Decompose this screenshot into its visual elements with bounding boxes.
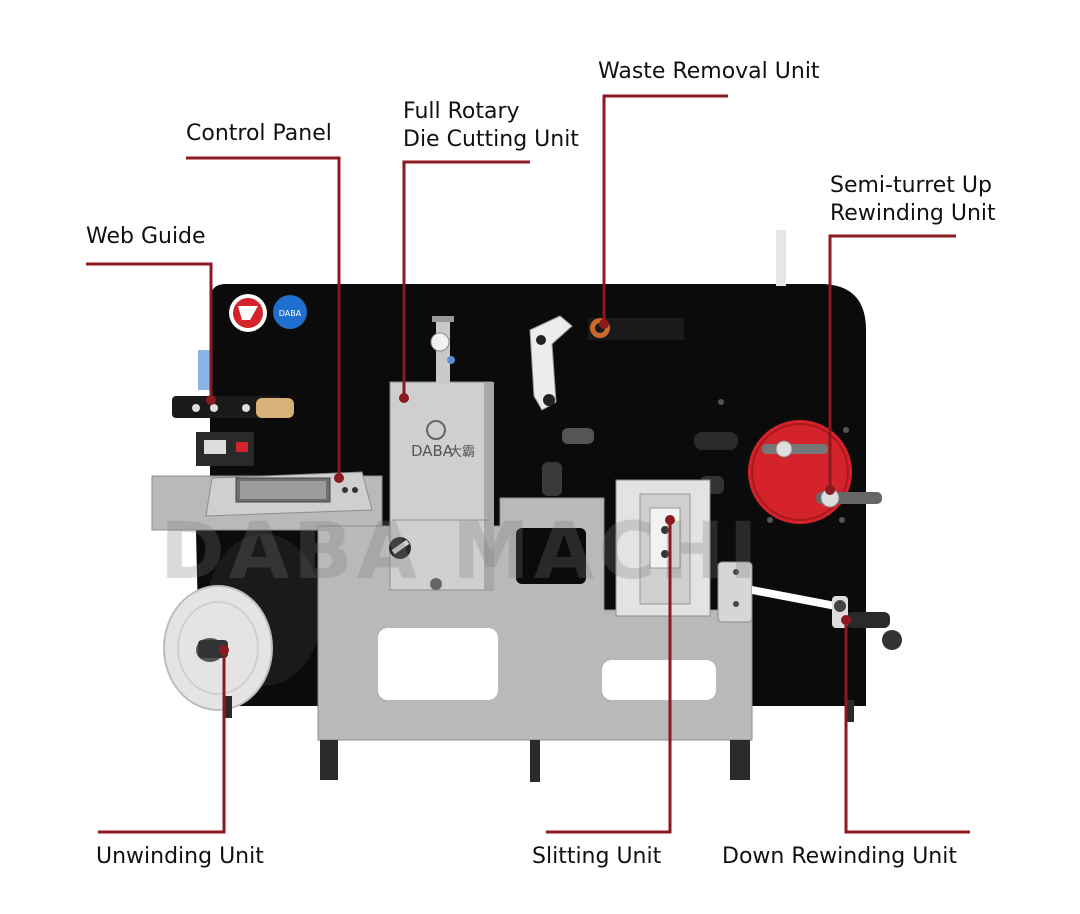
label-waste-removal: Waste Removal Unit [598,58,820,86]
down-rewinder [752,586,902,650]
label-waste-removal-text: Waste Removal Unit [598,59,820,84]
label-web-guide: Web Guide [86,223,206,251]
label-slitting-text: Slitting Unit [532,844,662,869]
frame-legs [224,696,854,782]
label-die-cutting: Full Rotary Die Cutting Unit [403,98,579,154]
waste-removal-arm [529,315,684,411]
die-cutting-tower: DABA 大霸 [389,381,494,591]
label-unwinding: Unwinding Unit [96,843,264,871]
certification-badge: DABA [273,295,307,329]
label-control-panel-text: Control Panel [186,121,332,146]
label-slitting: Slitting Unit [532,843,661,871]
label-semi-turret: Semi-turret Up Rewinding Unit [830,172,996,228]
leader-down-rewinding [844,620,970,834]
label-die-cutting-line1: Full Rotary [403,99,520,124]
leader-control-panel [186,156,341,478]
watermark: DABA MACHI [160,507,762,597]
control-panel-unit [205,471,373,517]
unwinding-section [163,520,322,711]
leader-slitting [546,520,672,834]
label-web-guide-text: Web Guide [86,224,206,249]
semi-turret-rewinder [748,420,882,524]
tower-brand-cn: 大霸 [449,445,475,460]
slitting-unit-housing [615,479,753,623]
leader-unwinding [98,650,226,834]
leader-waste-removal [602,94,728,324]
leader-semi-turret [828,234,956,490]
label-semi-turret-line2: Rewinding Unit [830,201,996,226]
frame-cutout-right [602,660,716,700]
tower-brand-text: DABA [411,442,454,460]
label-down-rewinding: Down Rewinding Unit [722,843,957,871]
label-die-cutting-line2: Die Cutting Unit [403,127,579,152]
label-down-rewinding-text: Down Rewinding Unit [722,844,957,869]
air-pipe [776,230,786,286]
leader-endpoints [206,319,851,655]
svg-text:DABA: DABA [279,309,302,318]
leader-die-cutting [402,160,530,398]
brand-logo-badge [229,294,267,332]
pressure-gauge [430,316,455,384]
label-control-panel: Control Panel [186,120,332,148]
frame-window [516,528,586,584]
label-unwinding-text: Unwinding Unit [96,844,264,869]
leader-web-guide [86,262,213,400]
label-semi-turret-line1: Semi-turret Up [830,173,992,198]
frame-cutout-left [378,628,498,700]
leader-lines [86,94,970,834]
web-guide-assembly [172,350,294,466]
